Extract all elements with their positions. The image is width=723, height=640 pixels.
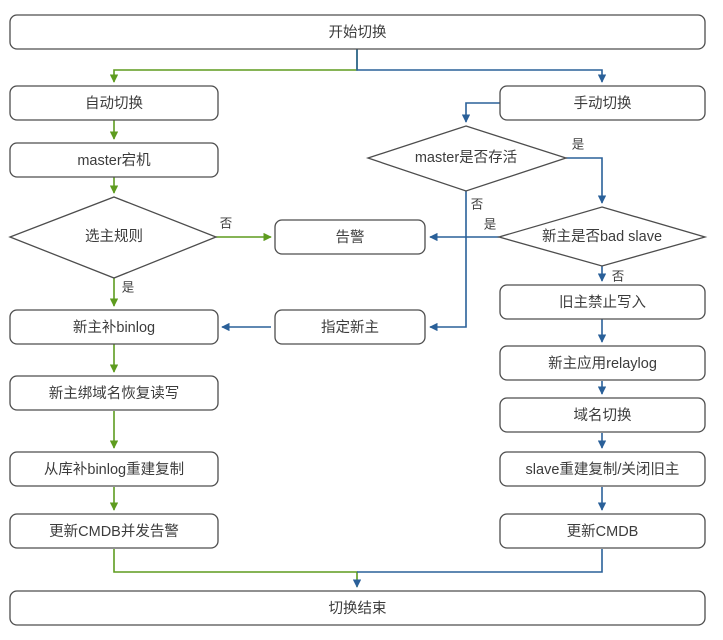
node-assign-new-master[interactable]: 指定新主 [274,309,426,345]
node-new-master-binlog-label: 新主补binlog [73,319,155,336]
node-bind-domain[interactable]: 新主绑域名恢复读写 [9,375,219,411]
node-manual-switch[interactable]: 手动切换 [499,85,706,121]
node-domain-switch[interactable]: 域名切换 [499,397,706,433]
node-end[interactable]: 切换结束 [9,590,706,626]
node-master-alive-label: master是否存活 [415,149,517,166]
node-manual-switch-label: 手动切换 [574,95,632,112]
node-domain-switch-shape [499,397,706,433]
node-new-master-relaylog[interactable]: 新主应用relaylog [499,345,706,381]
node-elect-rule-shape [8,196,218,279]
edge-update-cmdb-alarm-to-end [113,549,362,588]
node-master-down-label: master宕机 [77,152,151,169]
node-new-master-relaylog-shape [499,345,706,381]
node-update-cmdb[interactable]: 更新CMDB [499,513,706,549]
node-start-label: 开始切换 [329,24,387,41]
edge-label-master-alive-no: 否 [471,197,484,211]
node-alarm-label: 告警 [336,229,365,246]
node-update-cmdb-alarm-label: 更新CMDB并发告警 [49,523,179,540]
node-new-master-relaylog-label: 新主应用relaylog [548,354,657,372]
node-new-master-binlog[interactable]: 新主补binlog [9,309,219,345]
node-bind-domain-label: 新主绑域名恢复读写 [49,384,180,402]
node-elect-rule-label: 选主规则 [85,228,143,245]
node-update-cmdb-alarm-shape [9,513,219,549]
node-auto-switch-label: 自动切换 [85,95,143,112]
node-old-master-readonly[interactable]: 旧主禁止写入 [499,284,706,320]
node-bad-slave-label: 新主是否bad slave [542,228,662,245]
node-update-cmdb-shape [499,513,706,549]
node-old-master-readonly-label: 旧主禁止写入 [559,294,646,311]
node-auto-switch-shape [9,85,219,121]
edge-label-bad-slave-no: 否 [612,269,625,283]
node-master-down[interactable]: master宕机 [9,142,219,178]
edge-label-bad-slave-yes: 是 [484,217,497,231]
node-domain-switch-label: 域名切换 [574,407,632,424]
node-end-label: 切换结束 [329,600,387,617]
node-start-shape [9,14,706,50]
edge-update-cmdb-to-end [357,549,603,573]
node-assign-new-master-label: 指定新主 [321,319,379,336]
node-slave-rebuild-close-old-shape [499,451,706,487]
edge-start-to-manual-switch [356,49,607,83]
edge-label-master-alive-yes: 是 [572,137,585,151]
edge-manual-switch-to-master-alive [461,102,500,123]
node-slave-binlog-rebuild-shape [9,451,219,487]
edge-label-elect-rule-yes: 是 [122,280,135,294]
node-elect-rule[interactable]: 选主规则 [8,196,218,279]
node-update-cmdb-label: 更新CMDB [567,523,639,540]
edge-label-elect-rule-no: 否 [220,216,233,230]
node-start[interactable]: 开始切换 [9,14,706,50]
node-bad-slave[interactable]: 新主是否bad slave [496,206,708,267]
node-update-cmdb-alarm[interactable]: 更新CMDB并发告警 [9,513,219,549]
node-alarm-shape [274,219,426,255]
node-assign-new-master-shape [274,309,426,345]
node-manual-switch-shape [499,85,706,121]
edge-start-to-auto-switch [109,49,358,83]
node-slave-rebuild-close-old[interactable]: slave重建复制/关闭旧主 [499,451,706,487]
node-auto-switch[interactable]: 自动切换 [9,85,219,121]
node-slave-rebuild-close-old-label: slave重建复制/关闭旧主 [526,460,680,478]
node-end-shape [9,590,706,626]
node-old-master-readonly-shape [499,284,706,320]
node-new-master-binlog-shape [9,309,219,345]
node-bind-domain-shape [9,375,219,411]
node-alarm[interactable]: 告警 [274,219,426,255]
edge-master-alive-no-to-assign-new-master [429,191,467,332]
node-bad-slave-shape [496,206,708,267]
node-slave-binlog-rebuild-label: 从库补binlog重建复制 [44,460,184,478]
edge-master-alive-yes-to-bad-slave [566,157,607,204]
node-master-down-shape [9,142,219,178]
node-master-alive-shape [365,125,569,192]
node-master-alive[interactable]: master是否存活 [365,125,569,192]
node-slave-binlog-rebuild[interactable]: 从库补binlog重建复制 [9,451,219,487]
